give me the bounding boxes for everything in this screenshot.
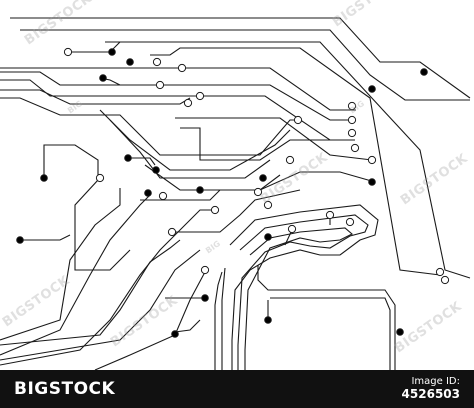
solder-pad-ring: [440, 275, 450, 285]
trace: [0, 239, 181, 346]
trace: [0, 194, 151, 356]
trace: [0, 249, 201, 361]
solder-pad: [144, 189, 152, 197]
trace: [0, 71, 355, 121]
circuit-traces: [0, 17, 471, 370]
solder-pad-ring: [345, 217, 355, 227]
trace: [244, 227, 353, 370]
solder-pad-ring: [435, 267, 445, 277]
solder-pad: [368, 178, 376, 186]
solder-pad-ring: [158, 191, 168, 201]
trace: [270, 297, 391, 370]
image-id-value: 4526503: [401, 387, 460, 401]
solder-pad: [264, 233, 272, 241]
solder-pad: [264, 316, 272, 324]
trace: [229, 204, 379, 370]
footer-bar: BIGSTOCK Image ID: 4526503: [0, 370, 474, 408]
solder-pad: [368, 85, 376, 93]
trace: [0, 188, 121, 341]
trace: [128, 157, 156, 166]
trace: [0, 89, 191, 105]
trace: [175, 189, 301, 233]
solder-pad: [126, 58, 134, 66]
solder-pad-ring: [287, 224, 297, 234]
trace: [174, 319, 201, 333]
trace: [105, 41, 471, 279]
solder-pad-ring: [293, 115, 303, 125]
solder-pad-ring: [155, 80, 165, 90]
solder-pad-ring: [285, 155, 295, 165]
solder-pad-ring: [263, 200, 273, 210]
trace: [257, 265, 396, 370]
solder-pad: [196, 186, 204, 194]
trace: [180, 127, 330, 161]
trace: [109, 119, 271, 179]
solder-pad-ring: [210, 205, 220, 215]
solder-pad: [16, 236, 24, 244]
trace: [175, 117, 373, 161]
trace: [0, 209, 212, 366]
solder-pad-ring: [325, 210, 335, 220]
solder-pad: [171, 330, 179, 338]
solder-pad-ring: [152, 57, 162, 67]
trace: [0, 79, 355, 141]
image-id-block: Image ID: 4526503: [402, 375, 460, 401]
solder-pad-ring: [350, 143, 360, 153]
solder-pad-ring: [200, 265, 210, 275]
trace: [20, 29, 470, 101]
trace: [221, 267, 226, 370]
trace: [237, 214, 369, 370]
trace: [99, 109, 291, 171]
circuit-board-illustration: [0, 17, 471, 370]
trace: [0, 67, 356, 111]
footer-brand-logo: BIGSTOCK: [14, 379, 116, 399]
solder-pad-ring: [177, 63, 187, 73]
image-id-label: Image ID:: [411, 376, 460, 387]
solder-pad-ring: [195, 91, 205, 101]
solder-pad: [259, 174, 267, 182]
trace: [214, 271, 223, 370]
solder-pad: [396, 328, 404, 336]
solder-pad-ring: [347, 128, 357, 138]
solder-pad-ring: [167, 227, 177, 237]
solder-pad: [108, 48, 116, 56]
solder-pad-ring: [253, 187, 263, 197]
solder-pad-ring: [347, 101, 357, 111]
solder-pad: [99, 74, 107, 82]
solder-pad: [152, 166, 160, 174]
trace: [10, 17, 471, 99]
trace: [144, 164, 376, 191]
trace: [140, 174, 281, 201]
trace: [150, 47, 441, 276]
trace: [20, 234, 71, 241]
solder-pad: [124, 154, 132, 162]
solder-pad-ring: [95, 173, 105, 183]
solder-pad-ring: [63, 47, 73, 57]
solder-pad-ring: [367, 155, 377, 165]
solder-pad-ring: [347, 115, 357, 125]
trace: [0, 97, 300, 156]
solder-pad: [420, 68, 428, 76]
solder-pad: [40, 174, 48, 182]
solder-pad: [201, 294, 209, 302]
solder-pad-ring: [183, 98, 193, 108]
solder-pads: [16, 47, 450, 338]
